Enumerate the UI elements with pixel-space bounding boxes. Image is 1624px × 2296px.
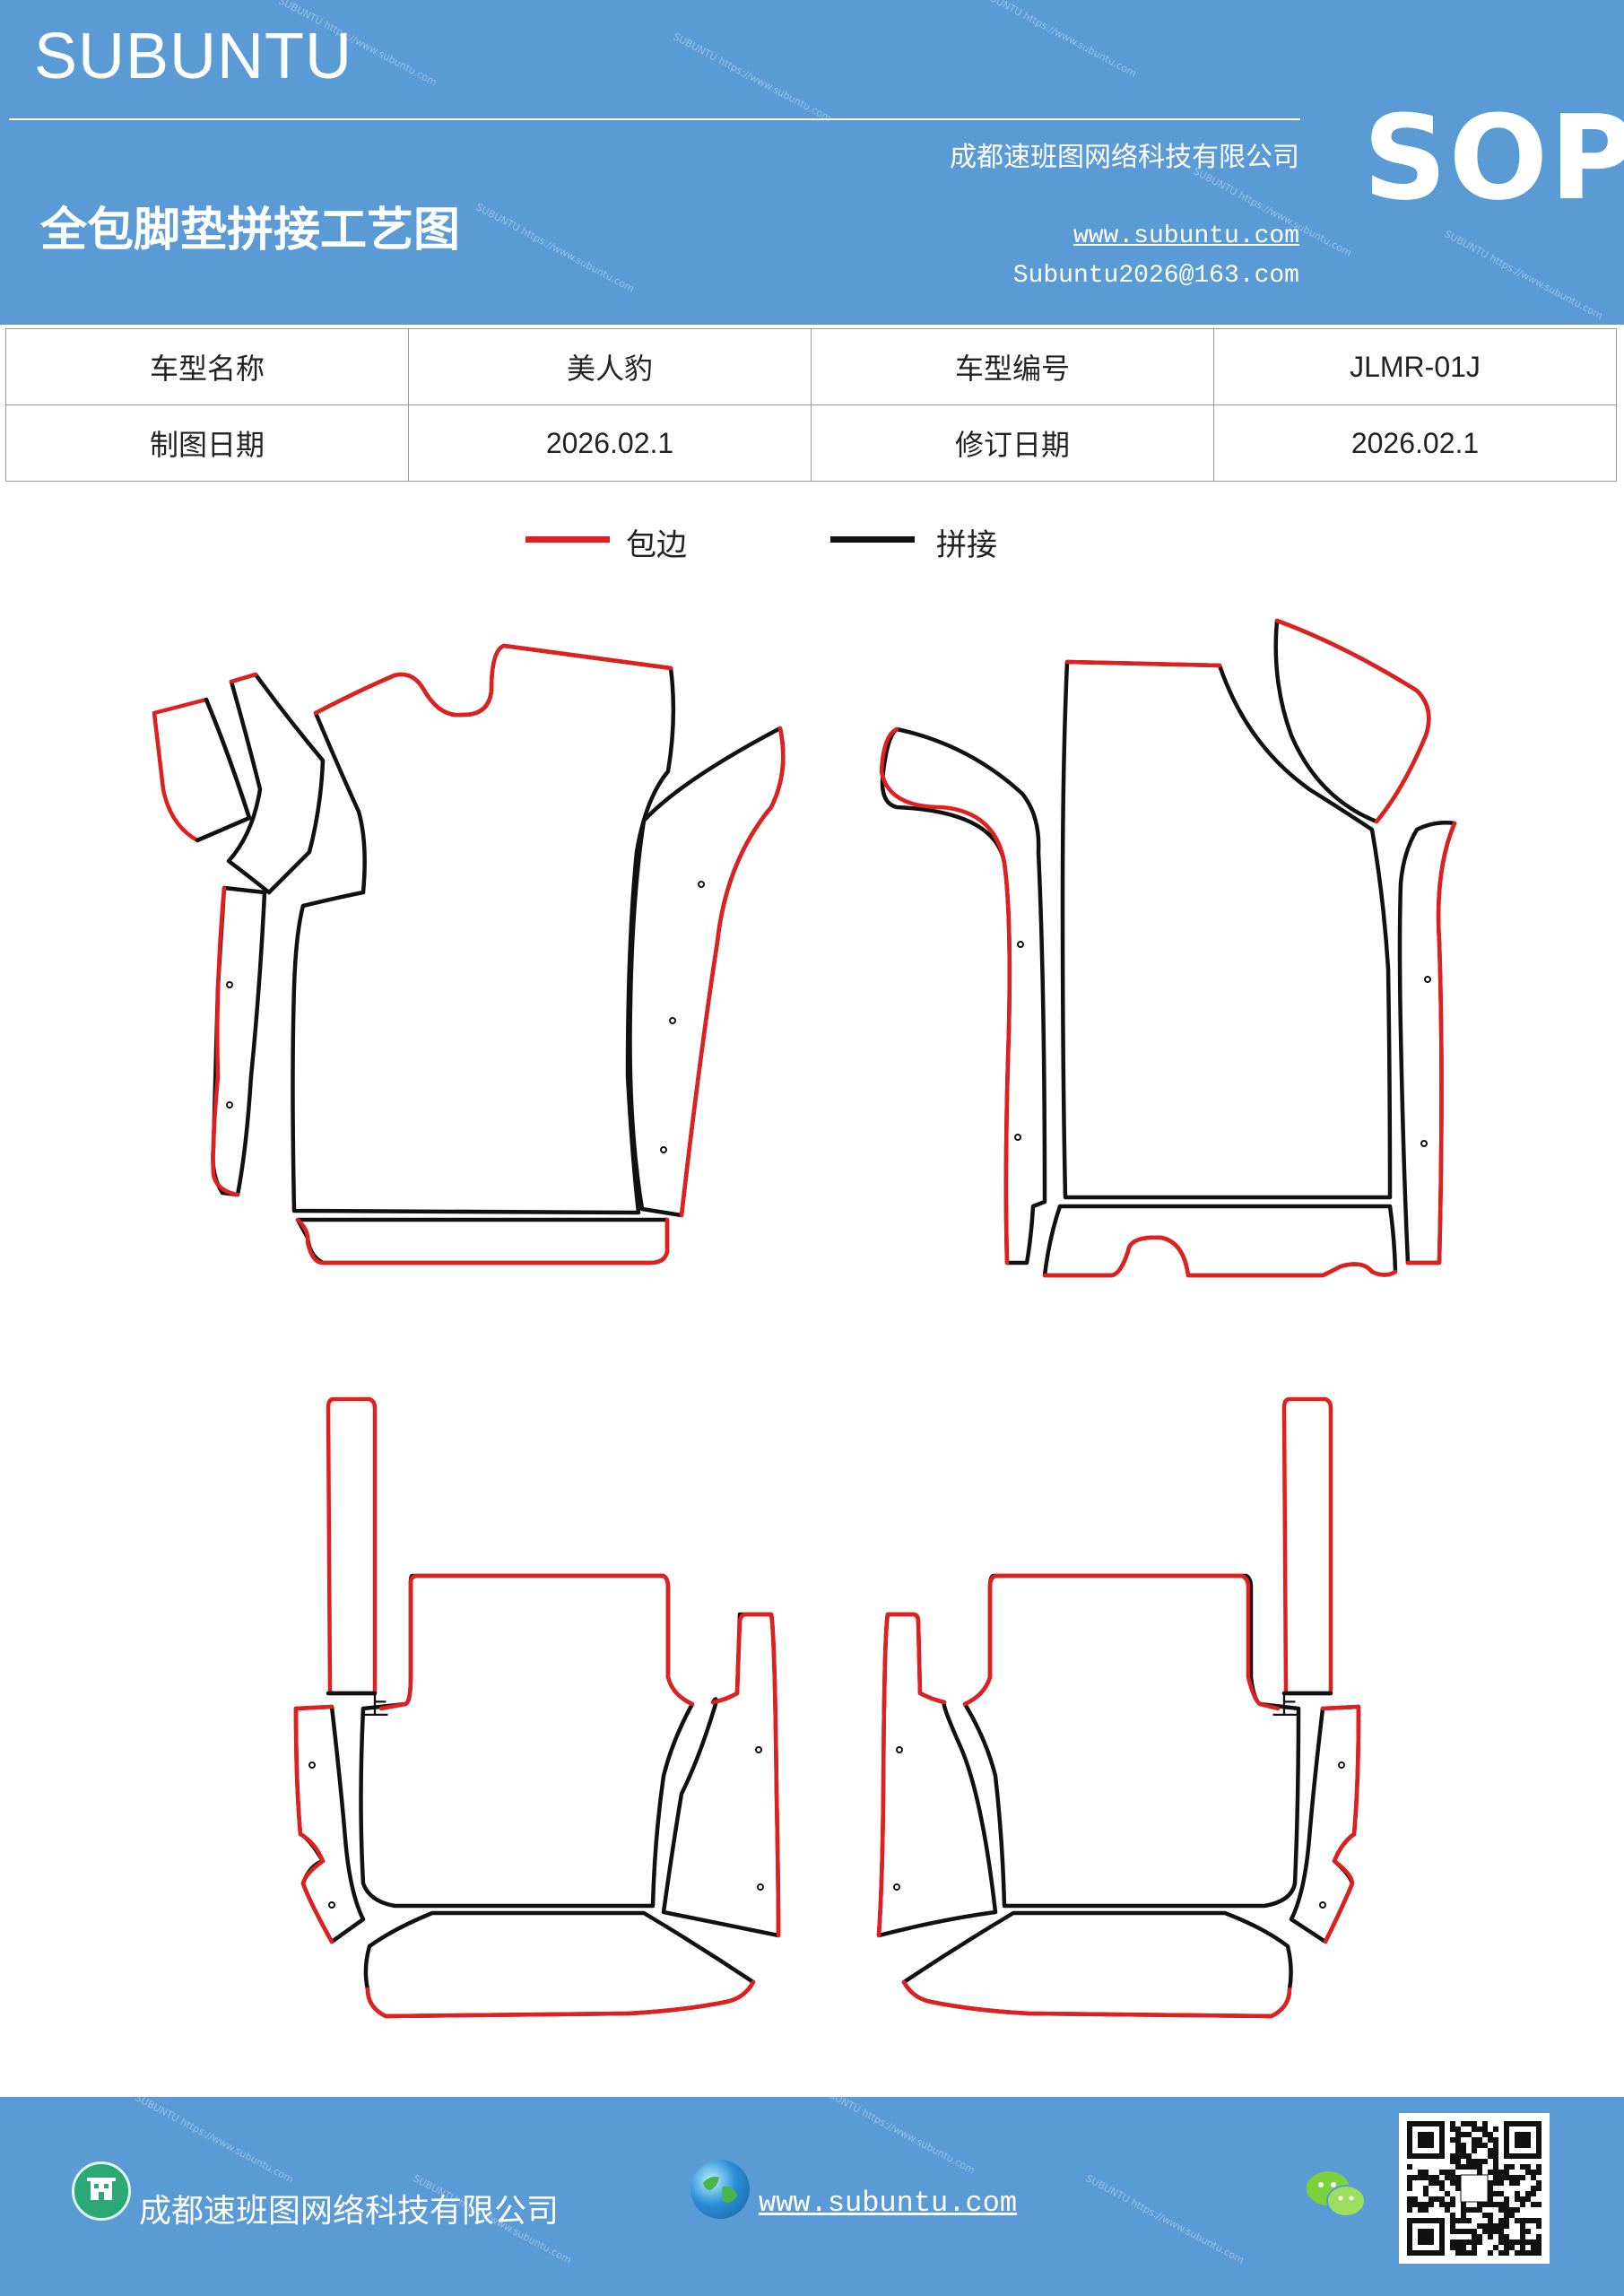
table-row: 车型名称 美人豹 车型编号 JLMR-01J [5, 328, 1617, 405]
mat-edge [901, 1979, 1292, 2019]
draw-date-label: 制图日期 [5, 404, 409, 482]
model-code-label: 车型编号 [811, 328, 1214, 405]
revise-date-label: 修订日期 [811, 404, 1214, 482]
mat-edge [876, 1612, 947, 1938]
website-link[interactable]: www.subuntu.com [1073, 222, 1299, 250]
building-icon [72, 2161, 131, 2221]
mat-piece [295, 1217, 670, 1265]
up-mark: 上 [1272, 1691, 1298, 1722]
mat-piece [1281, 1396, 1333, 1696]
watermark: SUBUNTU https://www.subuntu.com [814, 2083, 977, 2177]
footer-banner: SUBUNTU https://www.subuntu.com SUBUNTU … [0, 2083, 1624, 2296]
mat-piece [880, 726, 1047, 1265]
qr-code [1399, 2113, 1550, 2264]
email-address: Subuntu2026@163.com [1012, 262, 1299, 290]
footer-company-name: 成都速班图网络科技有限公司 [139, 2193, 560, 2230]
model-code-value: JLMR-01J [1213, 328, 1617, 405]
mat-edge [211, 885, 240, 1197]
seam-legend-swatch [830, 536, 915, 543]
mat-edge [710, 1612, 781, 1938]
mat-edge [1320, 1704, 1361, 1944]
mat-edge [365, 1979, 756, 2019]
mat-hole [1017, 941, 1024, 948]
mat-piece [363, 1910, 756, 2019]
mat-hole [698, 881, 705, 888]
mat-hole [1319, 1901, 1326, 1909]
mat-hole [226, 981, 233, 988]
mat-hole [896, 1746, 903, 1753]
mat-piece [901, 1910, 1293, 2019]
mat-seam [195, 697, 252, 843]
mat-edge [1064, 659, 1222, 668]
mat-edge [313, 643, 673, 718]
up-mark: 上 [362, 1691, 389, 1722]
front-right-mat [879, 618, 1457, 1278]
table-row: 制图日期 2026.02.1 修订日期 2026.02.1 [5, 404, 1617, 482]
rear-right-mat: 上 [876, 1396, 1361, 2019]
mat-hole [1424, 976, 1431, 983]
mat-hole [755, 1746, 762, 1753]
mat-hole [1420, 1140, 1428, 1147]
model-name-value: 美人豹 [408, 328, 812, 405]
mat-piece [211, 885, 267, 1197]
edge-legend-swatch [525, 536, 610, 543]
mat-edge [962, 1573, 1281, 1711]
mat-hole [1338, 1761, 1345, 1769]
mat-hole [660, 1146, 667, 1153]
mat-hole [893, 1883, 900, 1891]
header-divider [9, 118, 1300, 120]
brand-name: SUBUNTU [34, 21, 353, 92]
mat-hole [669, 1017, 676, 1024]
mat-edge [295, 1217, 670, 1265]
mat-edge [1042, 1235, 1398, 1278]
rear-left-mat: 上 [293, 1396, 781, 2019]
footer-website-link[interactable]: www.subuntu.com [759, 2187, 1018, 2220]
mat-edge [1274, 618, 1431, 824]
mat-edge [229, 672, 258, 684]
revise-date-value: 2026.02.1 [1213, 404, 1617, 482]
header-banner: SUBUNTU https://www.subuntu.com SUBUNTU … [0, 0, 1624, 325]
legend: 包边 拼接 [0, 520, 1624, 574]
front-left-mat [152, 643, 786, 1265]
model-name-label: 车型名称 [5, 328, 409, 405]
mat-edge [679, 726, 786, 1218]
mat-piece [1397, 821, 1457, 1265]
mat-piece [628, 726, 786, 1218]
mat-piece [226, 672, 326, 895]
seam-legend-label: 拼接 [936, 527, 997, 563]
mat-piece [291, 643, 676, 1215]
mat-hole [328, 1901, 335, 1909]
globe-icon [690, 2160, 750, 2219]
wechat-icon[interactable] [1305, 2169, 1368, 2221]
mat-piece [1060, 659, 1393, 1200]
company-name: 成都速班图网络科技有限公司 [950, 142, 1299, 173]
mat-edge [293, 1704, 334, 1944]
watermark: SUBUNTU https://www.subuntu.com [1083, 2172, 1246, 2266]
mat-edge [378, 1573, 695, 1711]
draw-date-value: 2026.02.1 [408, 404, 812, 482]
mat-edge [1405, 821, 1457, 1265]
document-title: 全包脚垫拼接工艺图 [40, 203, 461, 257]
info-table: 车型名称 美人豹 车型编号 JLMR-01J 制图日期 2026.02.1 修订… [5, 328, 1617, 482]
watermark: SUBUNTU https://www.subuntu.com [133, 2092, 296, 2186]
mat-edge [879, 726, 1012, 1265]
mat-hole [1014, 1134, 1021, 1141]
mat-hole [226, 1101, 233, 1109]
mat-piece [326, 1396, 378, 1696]
sop-badge: SOP [1363, 90, 1624, 226]
mat-hole [757, 1883, 764, 1891]
edge-legend-label: 包边 [626, 527, 687, 563]
mat-hole [308, 1761, 316, 1769]
